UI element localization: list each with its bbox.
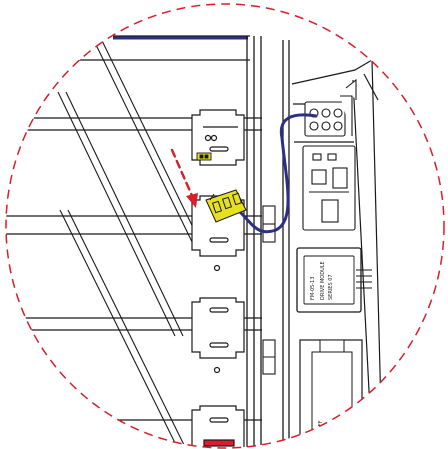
hinge-tabs [262,205,276,375]
controller-board [302,145,356,231]
detail-view: FM-05-13 DRIVE MODULE SERIES 07 OFF [6,15,383,448]
vertical-posts [246,36,290,448]
mounting-brackets [191,109,245,448]
module-line3-label: SERIES 07 [328,274,334,300]
diagonal-braces [57,15,205,448]
terminal-block [304,78,357,137]
dashed-arrow-icon [170,148,198,208]
connector-block-icon [205,189,247,223]
module-code-label: FM-05-13 [310,276,316,300]
enclosure-ribs [356,269,372,289]
drive-module: FM-05-13 DRIVE MODULE SERIES 07 [296,247,362,313]
switch-module: OFF [299,339,363,448]
top-panel [30,35,250,61]
wiring-cable [238,113,318,234]
connector-small-icon [196,152,212,161]
module-line2-label: DRIVE MODULE [320,261,326,300]
detail-callout-circle [5,3,445,449]
